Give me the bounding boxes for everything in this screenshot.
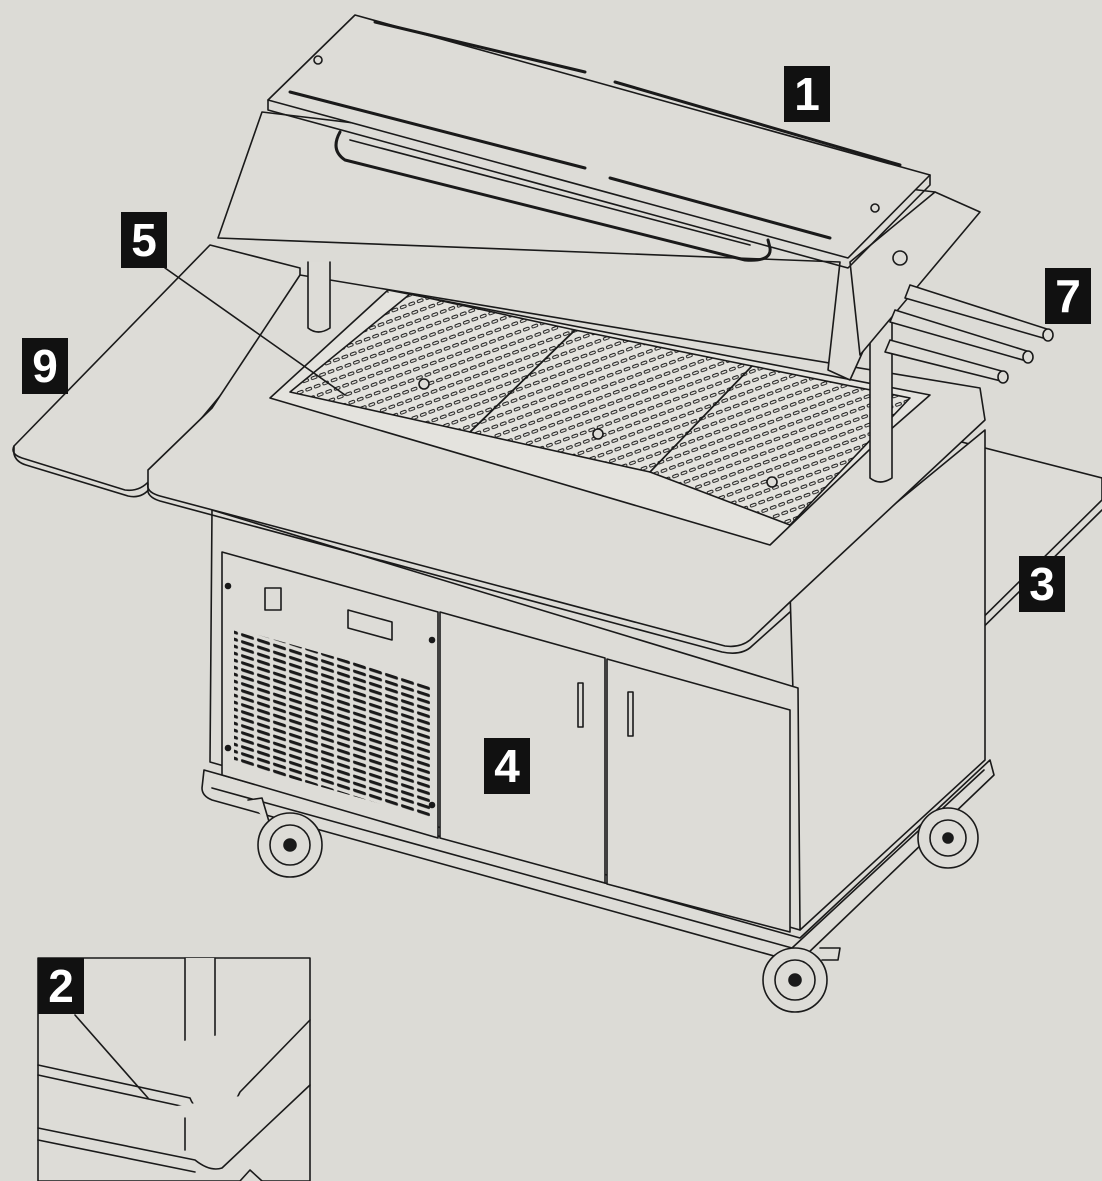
tray-rails bbox=[884, 284, 1054, 384]
power-switch bbox=[264, 587, 282, 611]
cabinet-door-right bbox=[606, 658, 791, 933]
door-handle-right bbox=[627, 691, 634, 737]
door-handle-left bbox=[577, 682, 584, 728]
perforated-grate-3 bbox=[649, 365, 911, 526]
left-post bbox=[307, 261, 331, 333]
caster-rear-right bbox=[917, 807, 979, 869]
callout-1: 1 bbox=[784, 66, 830, 122]
callout-5: 5 bbox=[121, 212, 167, 268]
leader-line-5 bbox=[164, 267, 346, 396]
detail-inset bbox=[37, 957, 311, 1181]
callout-9: 9 bbox=[22, 338, 68, 394]
caster-front-right bbox=[762, 947, 841, 1013]
hood-handle bbox=[334, 130, 772, 262]
thermostat-display bbox=[347, 609, 393, 641]
right-post bbox=[869, 319, 893, 483]
callout-7: 7 bbox=[1045, 268, 1091, 324]
callout-3: 3 bbox=[1019, 556, 1065, 612]
callout-4: 4 bbox=[484, 738, 530, 794]
caster-front-left bbox=[247, 797, 323, 878]
leader-line-2 bbox=[74, 1014, 149, 1099]
callout-2: 2 bbox=[38, 958, 84, 1014]
